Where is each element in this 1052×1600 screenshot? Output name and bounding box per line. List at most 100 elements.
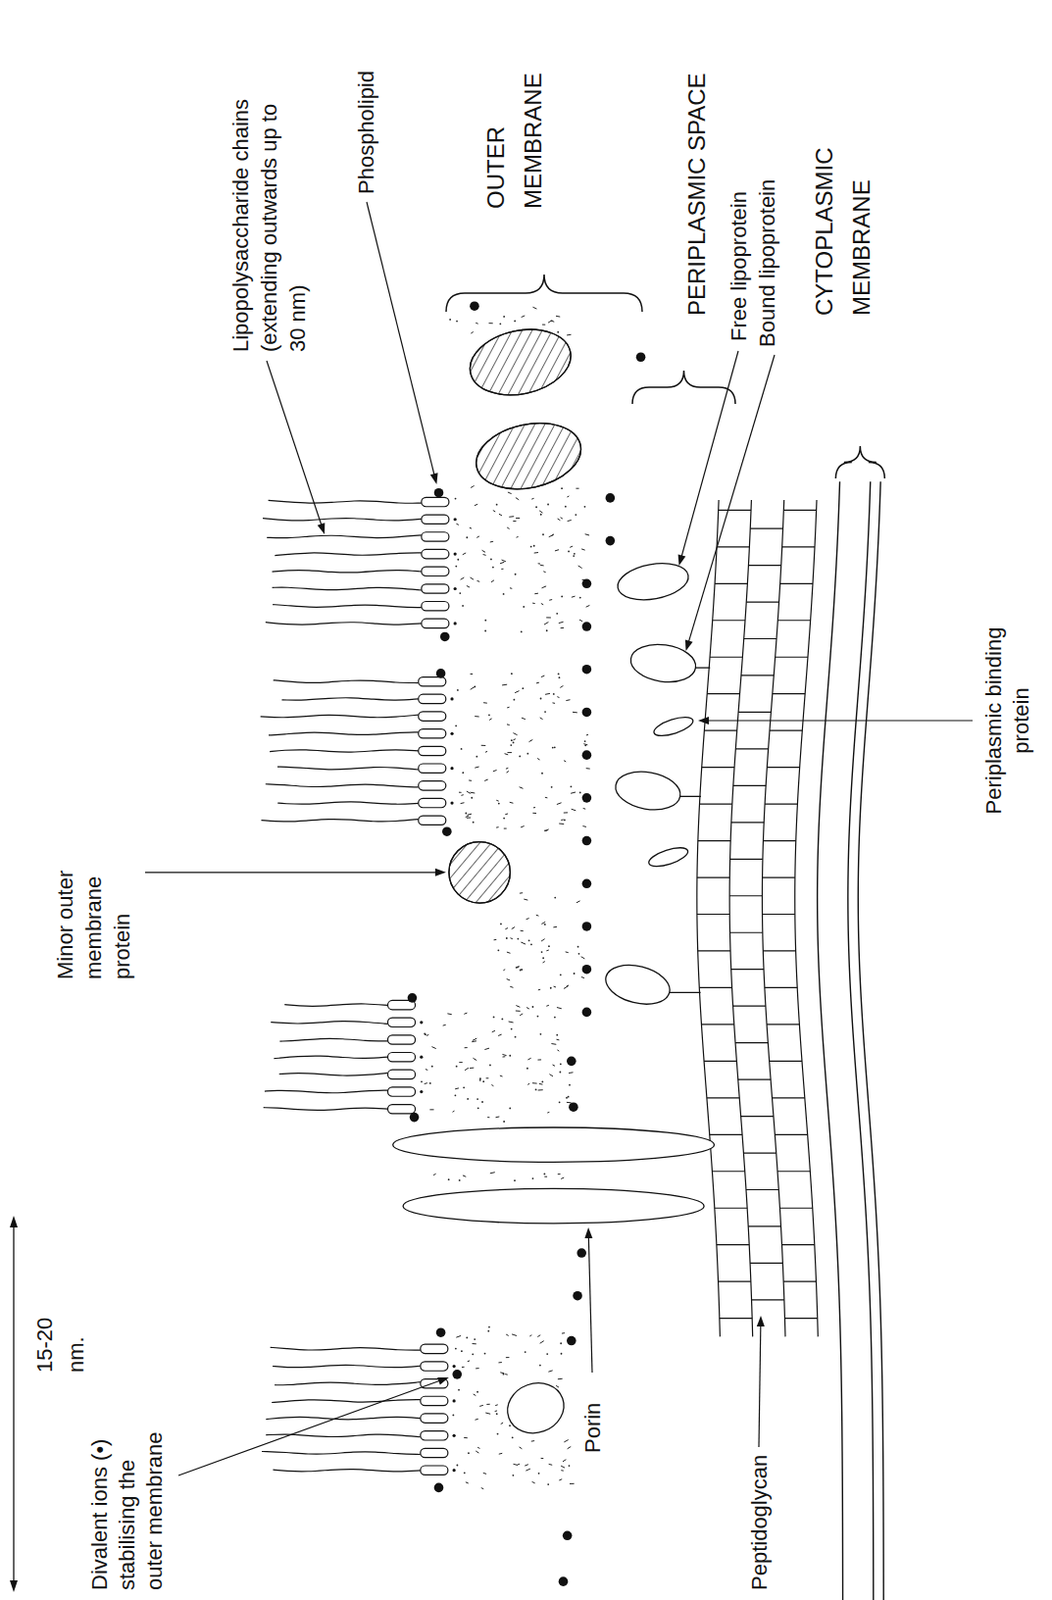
stipple-dot (547, 503, 550, 506)
stipple-dot (542, 956, 545, 959)
ion-dot (605, 493, 616, 503)
peptidoglycan-crosslink (751, 1299, 785, 1301)
lipid-a-head (418, 763, 447, 773)
lps-chain (277, 766, 419, 770)
stipple-dot (454, 724, 457, 727)
lipid-a-head (420, 1344, 449, 1353)
stipple-dash (496, 826, 499, 828)
stipple-dash (546, 616, 552, 618)
ion-dot (582, 793, 593, 803)
lps-chain (279, 1038, 388, 1042)
stipple-dot (579, 597, 582, 600)
stipple-dot (548, 945, 551, 948)
stipple-dash (556, 1039, 560, 1042)
protein-ellipse (463, 320, 577, 404)
lipid-a-head (387, 1087, 415, 1097)
stipple-dash (483, 553, 487, 556)
stipple-dash (566, 1102, 572, 1104)
stipple-dash (477, 580, 481, 583)
ion-dot (558, 1576, 569, 1587)
lps-chain (271, 1400, 421, 1403)
lps-chain (263, 1107, 389, 1111)
ion-dot (582, 836, 593, 847)
stipple-dot (541, 1081, 544, 1084)
stipple-dash (565, 951, 569, 953)
stipple-dash (504, 928, 508, 930)
stipple-dot (547, 1483, 550, 1486)
peptidoglycan-crosslink (762, 876, 796, 878)
stipple-dash (504, 753, 509, 755)
ion-dot (562, 1531, 573, 1542)
stipple-dash (507, 492, 512, 495)
callout-label: Bound lipoprotein (752, 179, 782, 348)
stipple-dot (496, 1412, 499, 1415)
stipple-dash (465, 815, 469, 817)
phospholipid-stipple (420, 306, 591, 1489)
protein-ellipse (614, 557, 692, 604)
lps-chain (272, 604, 422, 608)
stipple-dash (475, 1451, 479, 1453)
peptidoglycan-crosslink (775, 656, 808, 658)
peptidoglycan-layer (697, 500, 818, 1337)
stipple-dash (539, 1083, 544, 1086)
lps-chain (260, 819, 418, 822)
lps-chain (261, 1451, 421, 1454)
stipple-dot (465, 536, 468, 539)
free-lipoprotein-leader (678, 350, 739, 566)
stipple-dash (544, 622, 549, 626)
stipple-dash (474, 503, 478, 505)
stipple-dash (537, 757, 540, 760)
stipple-dot (526, 1067, 529, 1070)
stipple-dash (556, 802, 562, 805)
stipple-dot (471, 1352, 474, 1355)
stipple-dash (495, 1409, 498, 1412)
stipple-dash (558, 621, 564, 623)
peptidoglycan-strand (697, 500, 721, 1337)
stipple-dot (512, 742, 515, 745)
stipple-dash (486, 1403, 490, 1405)
stipple-dot (540, 513, 543, 516)
tiny-dot (450, 766, 453, 770)
stipple-dot (473, 686, 476, 689)
protein-ellipse (612, 766, 684, 814)
stipple-dash (563, 811, 568, 813)
hatch-fill (469, 413, 587, 499)
stipple-dash (506, 706, 509, 709)
stipple-dash (534, 551, 539, 554)
stipple-dot (526, 752, 529, 755)
stipple-dash (484, 779, 489, 781)
stipple-dash (538, 989, 541, 992)
stipple-dot (513, 699, 516, 702)
peptidoglycan-crosslink (764, 803, 798, 805)
lipid-a-head (421, 497, 450, 506)
callout-label: Phospholipid (351, 70, 381, 195)
stipple-dash (490, 541, 494, 544)
stipple-dash (541, 1457, 545, 1459)
peptidoglycan-crosslink (750, 528, 783, 530)
stipple-dot (555, 1034, 558, 1037)
stipple-dash (520, 826, 525, 828)
leader-line (145, 871, 441, 873)
stipple-dash (546, 950, 549, 952)
lps-chain (270, 1347, 421, 1351)
peptidoglycan-crosslink (777, 1170, 810, 1172)
stipple-dot (484, 619, 487, 622)
stipple-dash (425, 1068, 428, 1071)
stipple-dash (474, 766, 479, 768)
stipple-dash (506, 771, 509, 774)
stipple-dash (554, 550, 559, 552)
arrow-head (437, 1377, 450, 1386)
lipid-a-head (387, 1017, 415, 1027)
peptidoglycan-crosslink (772, 693, 805, 695)
peptidoglycan-crosslink (701, 1023, 734, 1025)
tiny-dot (453, 621, 457, 625)
stipple-dash (500, 1075, 503, 1078)
stipple-dot (513, 1179, 516, 1182)
stipple-dash (563, 986, 568, 990)
stipple-dash (462, 552, 466, 555)
region-label: CYTOPLASMIC MEMBRANE (805, 134, 881, 316)
stipple-dash (525, 1468, 531, 1471)
peptidoglycan-crosslink (731, 968, 764, 970)
cytoplasmic-membrane (817, 481, 885, 1600)
ion-dot (582, 964, 593, 975)
